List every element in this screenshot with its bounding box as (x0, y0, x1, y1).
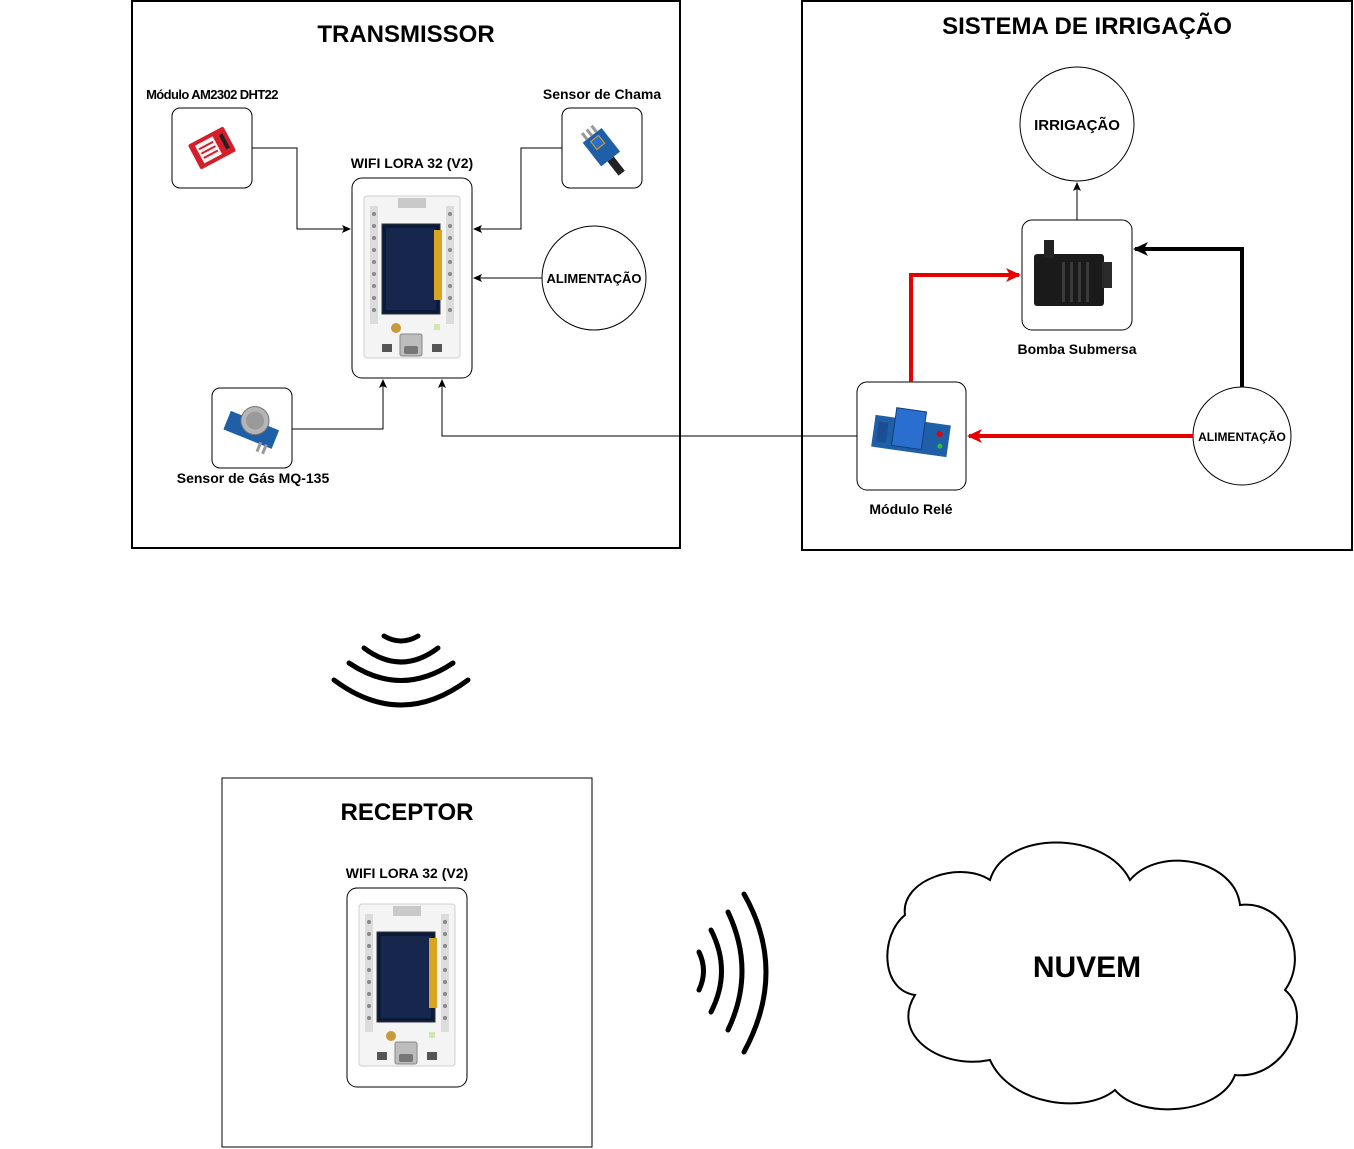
gas-label: Sensor de Gás MQ-135 (177, 470, 330, 486)
submersible-pump (1021, 219, 1133, 331)
irrigacao-title: SISTEMA DE IRRIGAÇÃO (942, 12, 1232, 40)
receptor-board-label: WIFI LORA 32 (V2) (346, 865, 468, 881)
relay-module (856, 381, 967, 491)
transmissor-power-label: ALIMENTAÇÃO (546, 271, 641, 286)
flame-label: Sensor de Chama (543, 86, 661, 102)
transmissor-lora-board (351, 177, 473, 379)
irrigacao-panel (801, 0, 1353, 551)
cloud-shape (886, 841, 1298, 1111)
wireless-signal-icon-right (696, 891, 769, 1055)
dht-label: Módulo AM2302 DHT22 (146, 87, 278, 102)
connector-relay-board (438, 379, 857, 437)
cloud-label: NUVEM (1033, 951, 1141, 984)
connector-dht-board (252, 147, 351, 233)
gas-sensor-module (211, 387, 293, 469)
receptor-lora-board (346, 887, 468, 1088)
connector-power-pump (1133, 242, 1244, 387)
pump-label: Bomba Submersa (1017, 341, 1136, 357)
transmissor-power-node: ALIMENTAÇÃO (541, 225, 647, 331)
transmissor-board-label: WIFI LORA 32 (V2) (351, 155, 473, 171)
connector-flame-board (473, 147, 562, 233)
connector-relay-pump (909, 268, 1021, 382)
irrigation-label: IRRIGAÇÃO (1034, 116, 1120, 134)
receptor-title: RECEPTOR (341, 799, 474, 826)
flame-sensor-module (561, 107, 643, 189)
transmissor-title: TRANSMISSOR (317, 21, 494, 48)
transmissor-panel (131, 0, 681, 549)
receptor-panel (221, 777, 593, 1148)
irrigacao-power-label: ALIMENTAÇÃO (1198, 429, 1286, 444)
relay-label: Módulo Relé (869, 501, 952, 517)
dht22-module (171, 107, 253, 189)
connector-gas-board (292, 379, 387, 430)
irrigacao-power-node: ALIMENTAÇÃO (1192, 386, 1292, 486)
wireless-signal-icon-down (331, 633, 471, 708)
irrigation-node: IRRIGAÇÃO (1019, 66, 1135, 182)
